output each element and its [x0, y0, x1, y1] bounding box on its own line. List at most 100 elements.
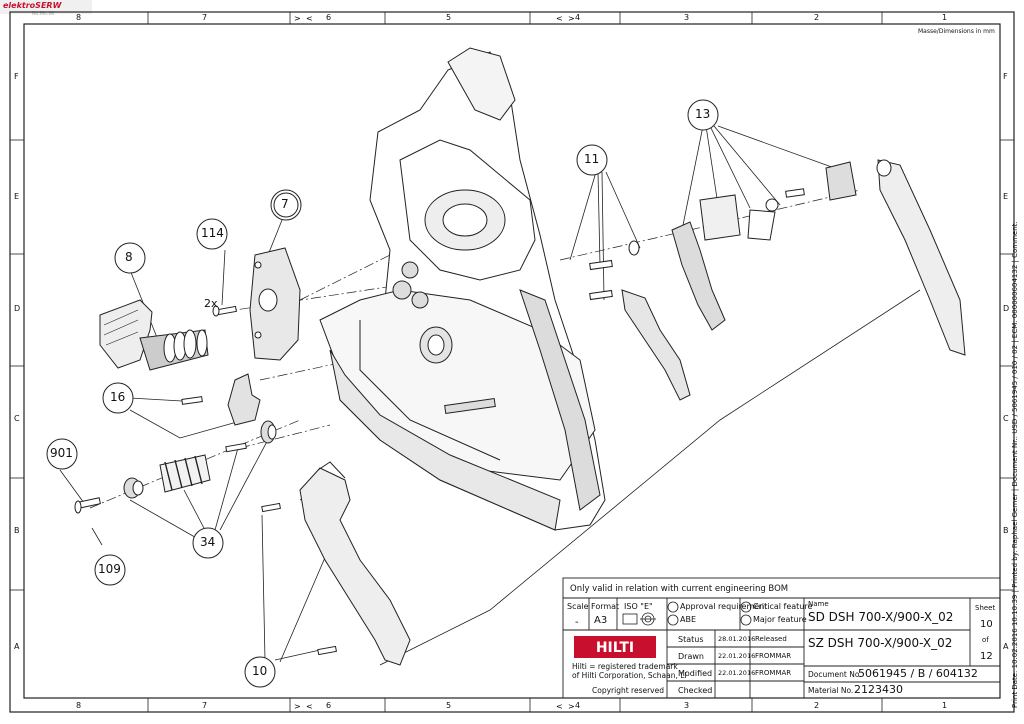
validity-note: Only valid in relation with current engi…	[570, 584, 789, 594]
callout-8: 8	[125, 250, 133, 264]
leader-lines	[59, 125, 921, 666]
row-label-a-right: A	[1003, 642, 1009, 651]
sheet-value: 10	[980, 619, 993, 630]
callout-qty: 2x	[204, 297, 218, 310]
part-11-switch	[589, 240, 691, 401]
callout-16: 16	[110, 390, 126, 404]
docno-label: Document No.	[808, 670, 862, 679]
part-16-latch	[181, 373, 261, 426]
modified-date: 22.01.2016	[718, 669, 756, 677]
part-10-lever	[261, 461, 411, 666]
format-label: Format	[591, 602, 620, 611]
svg-text:>: >	[294, 702, 301, 711]
row-label-c-right: C	[1003, 414, 1009, 423]
part-13-switch-assembly	[671, 159, 966, 356]
drawn-date: 22.01.2016	[718, 652, 756, 660]
col-label-6-bottom: 6	[326, 701, 332, 710]
svg-text:>: >	[568, 702, 575, 711]
iso-symbol	[622, 612, 656, 626]
svg-text:<: <	[556, 14, 563, 23]
callout-7: 7	[281, 197, 289, 211]
scale-value: -	[575, 617, 579, 628]
callout-114: 114	[201, 226, 224, 240]
status-value: Released	[755, 635, 787, 643]
sheet-label: Sheet	[975, 604, 996, 612]
col-label-5-bottom: 5	[446, 701, 452, 710]
copyright: Copyright reserved	[592, 686, 664, 695]
status-label: Status	[678, 635, 704, 644]
callout-34: 34	[200, 535, 216, 549]
col-label-4: 4	[575, 13, 581, 22]
col-label-3: 3	[684, 13, 690, 22]
row-label-c: C	[14, 414, 20, 423]
of-label: of	[982, 636, 989, 644]
col-label-6: 6	[326, 13, 332, 22]
row-label-d: D	[14, 304, 21, 313]
row-label-f-right: F	[1003, 72, 1008, 81]
row-label-b-right: B	[1003, 526, 1009, 535]
col-label-1-bottom: 1	[942, 701, 948, 710]
col-label-2: 2	[814, 13, 820, 22]
col-label-8: 8	[76, 13, 82, 22]
format-value: A3	[594, 615, 608, 626]
row-label-b: B	[14, 526, 20, 535]
svg-text:<: <	[306, 702, 313, 711]
svg-text:>: >	[294, 14, 301, 23]
name-sz: SZ DSH 700-X/900-X_02	[808, 636, 953, 650]
callout-901: 901	[50, 446, 73, 460]
part-34-spring	[123, 420, 277, 499]
drawn-by: FROMMAR	[755, 652, 792, 660]
part-8-grip	[99, 299, 209, 371]
trademark-line-2: of Hilti Corporation, Schaan, LI	[572, 671, 687, 680]
col-label-7-bottom: 7	[202, 701, 208, 710]
drawn-label: Drawn	[678, 652, 704, 661]
iso-label: ISO "E"	[624, 602, 653, 611]
col-label-1: 1	[942, 13, 948, 22]
svg-text:>: >	[568, 14, 575, 23]
critical-label: Critical feature	[753, 602, 813, 611]
col-label-8-bottom: 8	[76, 701, 82, 710]
print-note: Print Date: 10.02.2016 10:10:39 | Printe…	[1011, 221, 1019, 708]
watermark-logo: elektroSERW Ro.Ms.Wi	[0, 0, 92, 17]
callout-11: 11	[584, 152, 600, 166]
zone-ticks	[10, 12, 1014, 712]
callout-109: 109	[98, 562, 121, 576]
outer-frame	[9, 11, 1015, 713]
name-label: Name	[808, 600, 829, 608]
watermark-sub: Ro.Ms.Wi	[32, 11, 55, 17]
row-label-a: A	[14, 642, 20, 651]
hilti-logo-text: HILTI	[596, 640, 634, 656]
col-label-2-bottom: 2	[814, 701, 820, 710]
row-label-f: F	[14, 72, 19, 81]
modified-label: Modified	[678, 669, 713, 678]
checked-label: Checked	[678, 686, 713, 695]
trademark-line-1: Hilti = registered trademark	[572, 662, 678, 671]
title-block-frame	[562, 577, 1001, 699]
callout-10: 10	[252, 664, 268, 678]
approval-label: Approval requirement	[680, 602, 768, 611]
callout-circles	[46, 99, 719, 688]
main-housing	[319, 47, 606, 531]
row-label-d-right: D	[1003, 304, 1010, 313]
inner-frame	[23, 23, 1001, 699]
status-date: 28.01.2016	[718, 635, 756, 643]
hilti-logo-box	[574, 636, 656, 658]
of-value: 12	[980, 651, 993, 662]
part-114-screw	[212, 305, 237, 317]
col-label-7: 7	[202, 13, 208, 22]
col-label-4-bottom: 4	[575, 701, 581, 710]
matno-label: Material No.	[808, 686, 854, 695]
svg-text:<: <	[306, 14, 313, 23]
checkbox-circles	[667, 601, 752, 626]
row-label-e: E	[14, 192, 20, 201]
row-label-e-right: E	[1003, 192, 1009, 201]
watermark-brand: elektroSERW	[3, 1, 62, 10]
major-label: Major feature	[753, 615, 807, 624]
matno-value: 2123430	[854, 683, 903, 696]
col-label-3-bottom: 3	[684, 701, 690, 710]
callout-13: 13	[695, 107, 711, 121]
units-note: Masse/Dimensions in mm	[918, 28, 995, 35]
col-label-5: 5	[446, 13, 452, 22]
